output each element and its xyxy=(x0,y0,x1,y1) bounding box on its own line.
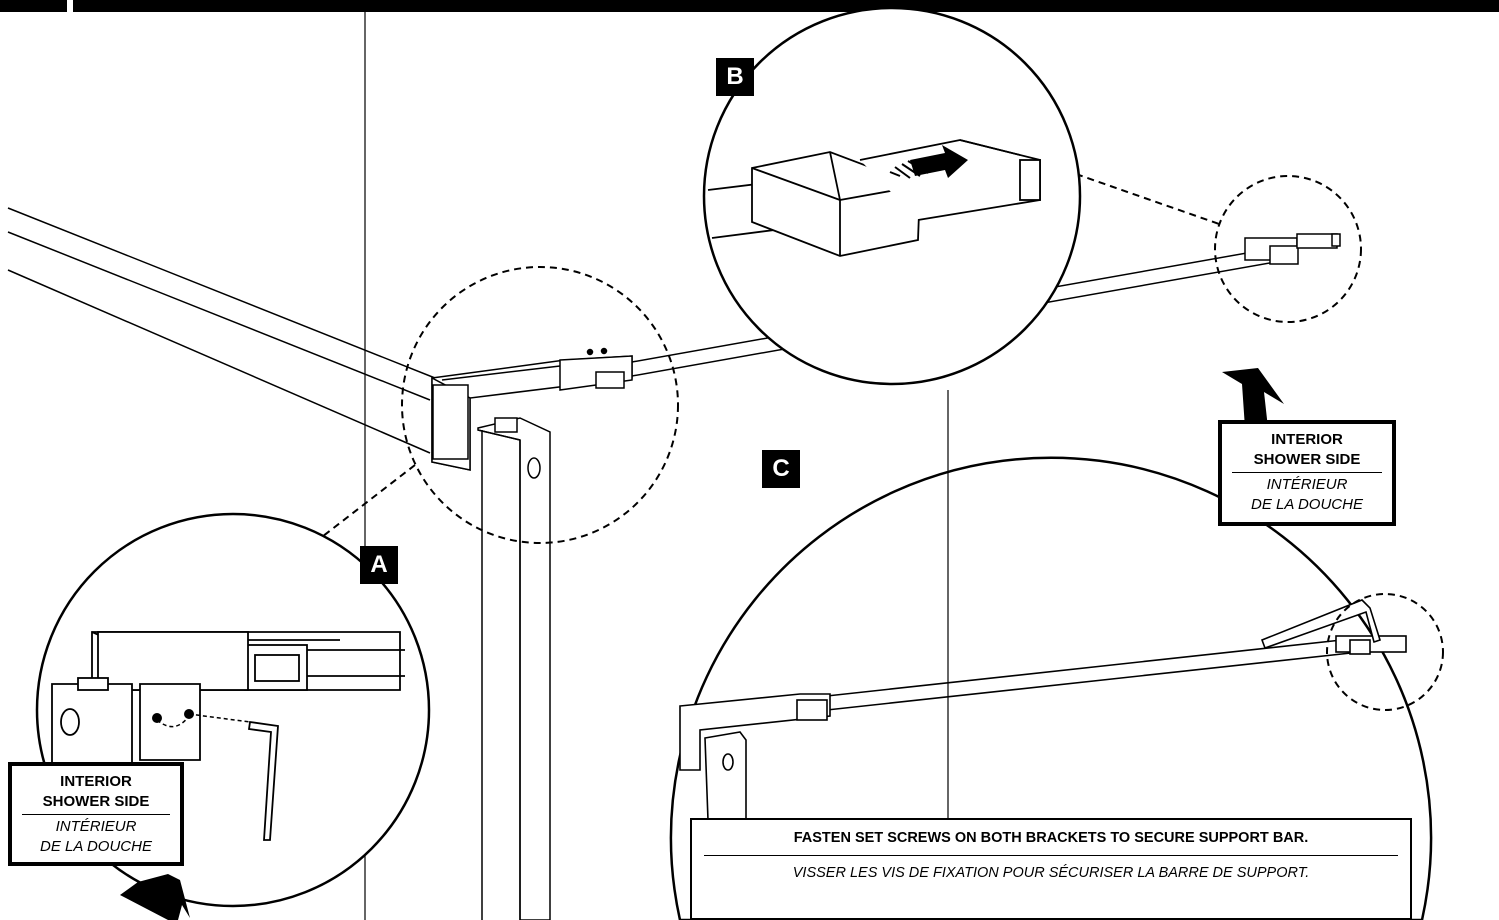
instruction-note: FASTEN SET SCREWS ON BOTH BRACKETS TO SE… xyxy=(690,818,1412,920)
step-badge-c: C xyxy=(762,450,800,488)
top-band xyxy=(0,0,1499,12)
label-interior-right: INTERIOR SHOWER SIDE INTÉRIEUR DE LA DOU… xyxy=(1218,420,1396,526)
label-en-line1: INTERIOR xyxy=(60,773,132,790)
label-fr-line1: INTÉRIEUR xyxy=(1266,476,1348,493)
label-fr-line2: DE LA DOUCHE xyxy=(40,838,152,855)
note-fr: VISSER LES VIS DE FIXATION POUR SÉCURISE… xyxy=(792,865,1310,881)
glass-panel xyxy=(7,207,436,454)
magnifier-c xyxy=(669,390,1444,920)
label-fr-line1: INTÉRIEUR xyxy=(55,818,137,835)
step-badge-b: B xyxy=(716,58,754,96)
hex-key-icon xyxy=(1260,599,1381,650)
arrow-icon xyxy=(1222,368,1284,428)
hex-key-icon xyxy=(247,720,279,841)
page-tab xyxy=(0,0,55,12)
leader-a xyxy=(317,464,416,541)
end-cap xyxy=(1244,233,1341,265)
label-interior-left: INTERIOR SHOWER SIDE INTÉRIEUR DE LA DOU… xyxy=(8,762,184,866)
step-badge-a: A xyxy=(360,546,398,584)
detail-circle-a xyxy=(401,266,679,544)
label-fr-line2: DE LA DOUCHE xyxy=(1251,496,1363,513)
note-en: FASTEN SET SCREWS ON BOTH BRACKETS TO SE… xyxy=(793,830,1309,846)
arrow-icon xyxy=(889,145,968,179)
arrow-icon xyxy=(120,874,190,920)
label-en-line2: SHOWER SIDE xyxy=(1253,451,1361,468)
detail-circle-b xyxy=(1214,175,1362,323)
label-en-line2: SHOWER SIDE xyxy=(42,793,150,810)
leader-b xyxy=(1075,173,1223,226)
detail-circle-c xyxy=(1326,593,1444,711)
vertical-post xyxy=(477,417,551,920)
magnifier-b xyxy=(702,6,1082,386)
bracket-icon xyxy=(431,347,633,471)
label-en-line1: INTERIOR xyxy=(1271,431,1343,448)
